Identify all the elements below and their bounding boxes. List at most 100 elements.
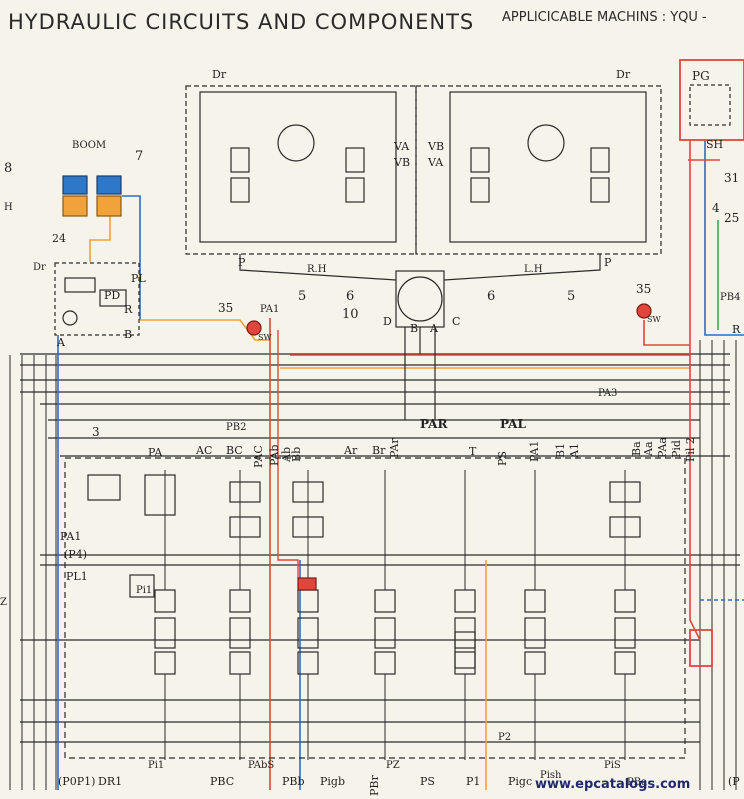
label-p-r: P [604, 256, 612, 269]
travel-motor-lh-frame [449, 91, 647, 243]
label-pil2: Pil 2 [684, 437, 697, 462]
rh-motor-to-swivel [239, 254, 397, 281]
label-p2: P2 [498, 732, 511, 743]
blue-pilot-right-top [704, 140, 744, 336]
label-boom: BOOM [72, 140, 106, 151]
label-pi1-mid: Pi1 [136, 585, 152, 596]
label-bc: BC [226, 444, 243, 457]
spool-section-0-top [154, 589, 176, 613]
page-title: HYDRAULIC CIRCUITS AND COMPONENTS [8, 10, 475, 34]
label-bottom-ps: PS [420, 775, 435, 788]
label-psw-r: SW [647, 315, 661, 324]
main-control-valve [64, 457, 686, 759]
pg-valve-assembly [679, 59, 744, 141]
label-pa: PA [148, 446, 163, 459]
valve-block-2 [470, 147, 490, 173]
pressure-switch-left [246, 320, 262, 336]
spool-section-6-bottom [614, 651, 636, 675]
travel-motor-lh [527, 124, 565, 162]
label-ab: Ab [280, 447, 293, 463]
lh-motor-to-swivel [443, 254, 601, 281]
relief-valve-2 [292, 481, 324, 503]
right-cylinder-block [689, 629, 713, 667]
unit-24-valve [64, 277, 96, 293]
label-aa: Aa [642, 441, 655, 457]
spool-section-2-mid [297, 617, 319, 649]
label-a: A [56, 336, 66, 349]
unit-24-pd-block [99, 289, 127, 307]
relief-valve-1 [229, 516, 261, 538]
relief-valve-5 [609, 516, 641, 538]
label-pa-r2: PAr [388, 438, 401, 458]
label-pid: Pid [670, 440, 683, 458]
label-n24: 24 [52, 232, 66, 245]
label-n31: 31 [724, 171, 739, 185]
label-paa: PAa [656, 437, 669, 458]
label-bottom-pbc: PBC [210, 775, 234, 788]
label-n3: 3 [92, 425, 100, 439]
label-pal: PAL [500, 417, 526, 431]
label-bottom-p1: P1 [466, 775, 480, 788]
swivel-joint-housing [395, 270, 445, 328]
label-rh: R.H [307, 264, 327, 275]
label-n25: 25 [724, 211, 739, 225]
label-pd: PD [104, 289, 120, 302]
label-bottom-pigc: Pigc [508, 775, 532, 788]
pg-inner-block [689, 84, 731, 126]
travel-motor-rh-frame [199, 91, 397, 243]
pressure-switch-right [636, 303, 652, 319]
label-ar: Ar [343, 444, 358, 457]
red-highlight-block [297, 577, 317, 591]
applicable-machines: APPLICICABLE MACHINS : YQU - [502, 10, 707, 25]
label-h: H [4, 202, 13, 213]
label-n5-l: 5 [298, 289, 306, 304]
label-sw-c: C [452, 315, 460, 328]
blue-pilot-boom [122, 195, 141, 320]
label-pg: PG [692, 69, 710, 83]
label-bottom-p-right: (P [728, 775, 740, 788]
spool-section-5-mid [524, 617, 546, 649]
orange-pilot-boom [89, 196, 111, 262]
label-bottom-pbr: PBr [368, 775, 381, 796]
label-r: R [124, 303, 133, 316]
label-pl1: PL1 [66, 570, 88, 583]
spool-section-6-mid [614, 617, 636, 649]
travel-motor-lh-assembly [415, 85, 662, 255]
spool-section-3-bottom [374, 651, 396, 675]
pilot-filter-block [87, 474, 121, 501]
spool-section-0-bottom [154, 651, 176, 675]
red-pilot-switch-right [643, 320, 690, 346]
label-va-r: VA [427, 156, 444, 169]
label-z: Z [0, 597, 7, 608]
label-pb2: PB2 [226, 422, 246, 433]
component-blocks [54, 59, 744, 759]
label-n35-l: 35 [218, 301, 233, 315]
label-pl: PL [131, 272, 146, 285]
label-dr-r: Dr [616, 68, 631, 81]
boom-cylinder-right-head [96, 175, 122, 195]
label-dr-l: Dr [212, 68, 227, 81]
relief-valve-0 [229, 481, 261, 503]
spool-section-4-mid [454, 617, 476, 649]
label-pa1-top: PA1 [260, 304, 279, 315]
label-n5-r: 5 [567, 289, 575, 304]
label-br: Br [372, 444, 386, 457]
label-b1: B1 [554, 443, 567, 458]
boom-cylinder-left-head [62, 175, 88, 195]
label-bottom-pz: PZ [386, 760, 400, 771]
label-bb: Bb [290, 447, 303, 462]
watermark-text: www.epcatalogs.com [535, 777, 691, 792]
spool-section-2-bottom [297, 651, 319, 675]
label-sw-a: A [429, 322, 439, 335]
travel-motor-rh [277, 124, 315, 162]
spool-section-1-mid [229, 617, 251, 649]
valve-block-3 [590, 147, 610, 173]
label-t: T [469, 445, 477, 458]
label-bottom-pigb: Pigb [320, 775, 345, 788]
label-ps: PS [496, 451, 509, 466]
label-bottom-dr1: DR1 [98, 775, 122, 788]
label-lh: L.H [524, 264, 543, 275]
valve-block-7 [590, 177, 610, 203]
label-bottom-pbb2: PBa [627, 777, 647, 788]
